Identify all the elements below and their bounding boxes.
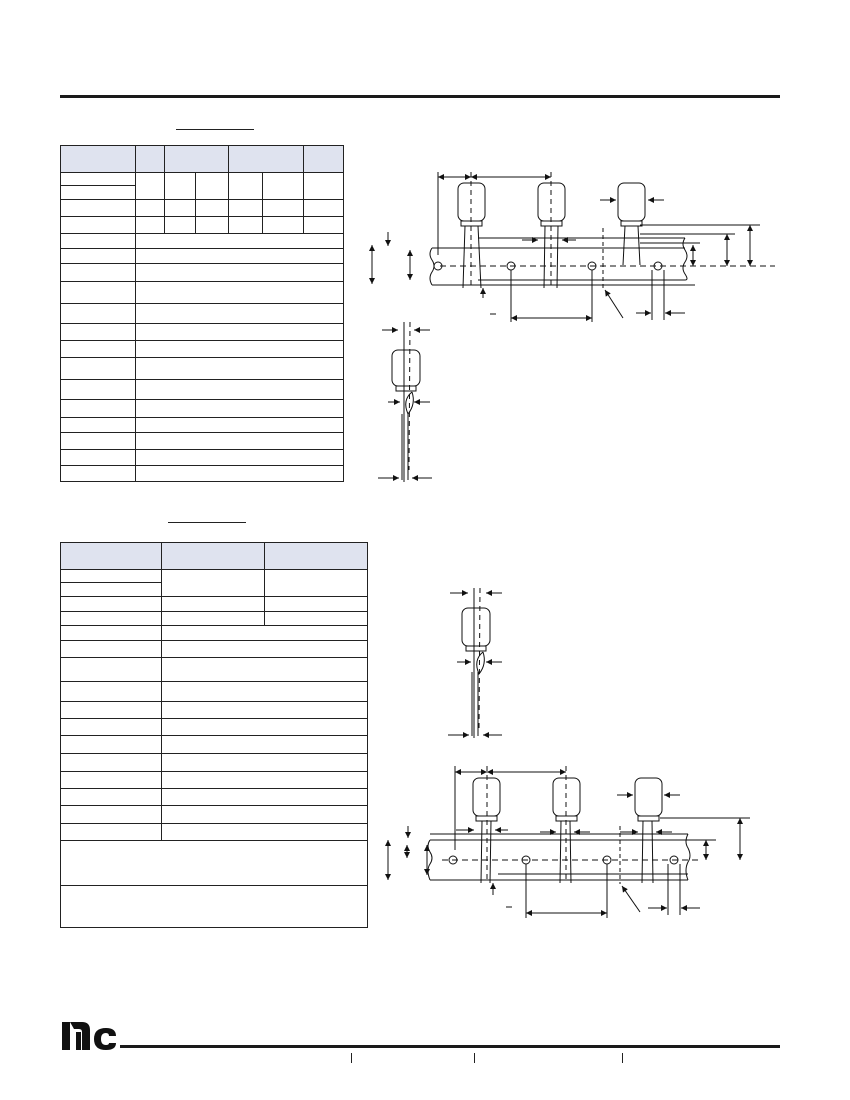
table-row — [60, 172, 344, 200]
table-row — [60, 233, 344, 249]
table-row — [60, 657, 368, 682]
table-row — [60, 640, 368, 658]
table2-title-underline — [168, 522, 246, 523]
capacitor-5 — [552, 766, 581, 884]
table2-note-row — [60, 885, 368, 928]
table-row — [60, 681, 368, 702]
table-row — [60, 199, 344, 217]
capacitor-6 — [634, 777, 663, 884]
footer-divider — [351, 1053, 352, 1063]
table-row — [60, 611, 368, 626]
table-row — [60, 823, 368, 841]
table-row — [60, 771, 368, 789]
table1 — [60, 145, 344, 482]
table-row — [60, 248, 344, 264]
table-row — [60, 701, 368, 719]
table-row — [60, 379, 344, 400]
table-row — [60, 805, 368, 824]
table-row — [60, 432, 344, 450]
table-row — [60, 399, 344, 418]
table-row — [60, 465, 344, 482]
capacitor-4 — [472, 766, 501, 884]
table2 — [60, 542, 368, 928]
table-row — [60, 216, 344, 234]
footer-rule — [120, 1045, 780, 1048]
table-row — [60, 323, 344, 341]
table1-header-row — [60, 145, 344, 173]
table-row — [60, 449, 344, 466]
footer-divider — [622, 1053, 623, 1063]
table-row — [60, 718, 368, 736]
table2-note-row — [60, 840, 368, 886]
table2-header-row — [60, 542, 368, 570]
table-row — [60, 417, 344, 433]
table-row — [60, 625, 368, 641]
capacitor-1 — [457, 172, 486, 289]
capacitor-3 — [617, 182, 646, 266]
table-row — [60, 303, 344, 324]
table-row — [60, 569, 368, 597]
table-row — [60, 340, 344, 358]
table-row — [60, 281, 344, 304]
table-row — [60, 788, 368, 806]
table-row — [60, 753, 368, 772]
table-row — [60, 735, 368, 754]
table-row — [60, 357, 344, 380]
table-row — [60, 596, 368, 612]
footer-divider — [474, 1053, 475, 1063]
table1-title-underline — [176, 129, 254, 130]
table-row — [60, 263, 344, 282]
header-rule — [60, 95, 780, 98]
nic-logo-icon — [62, 1022, 116, 1050]
capacitor-2 — [537, 172, 566, 289]
